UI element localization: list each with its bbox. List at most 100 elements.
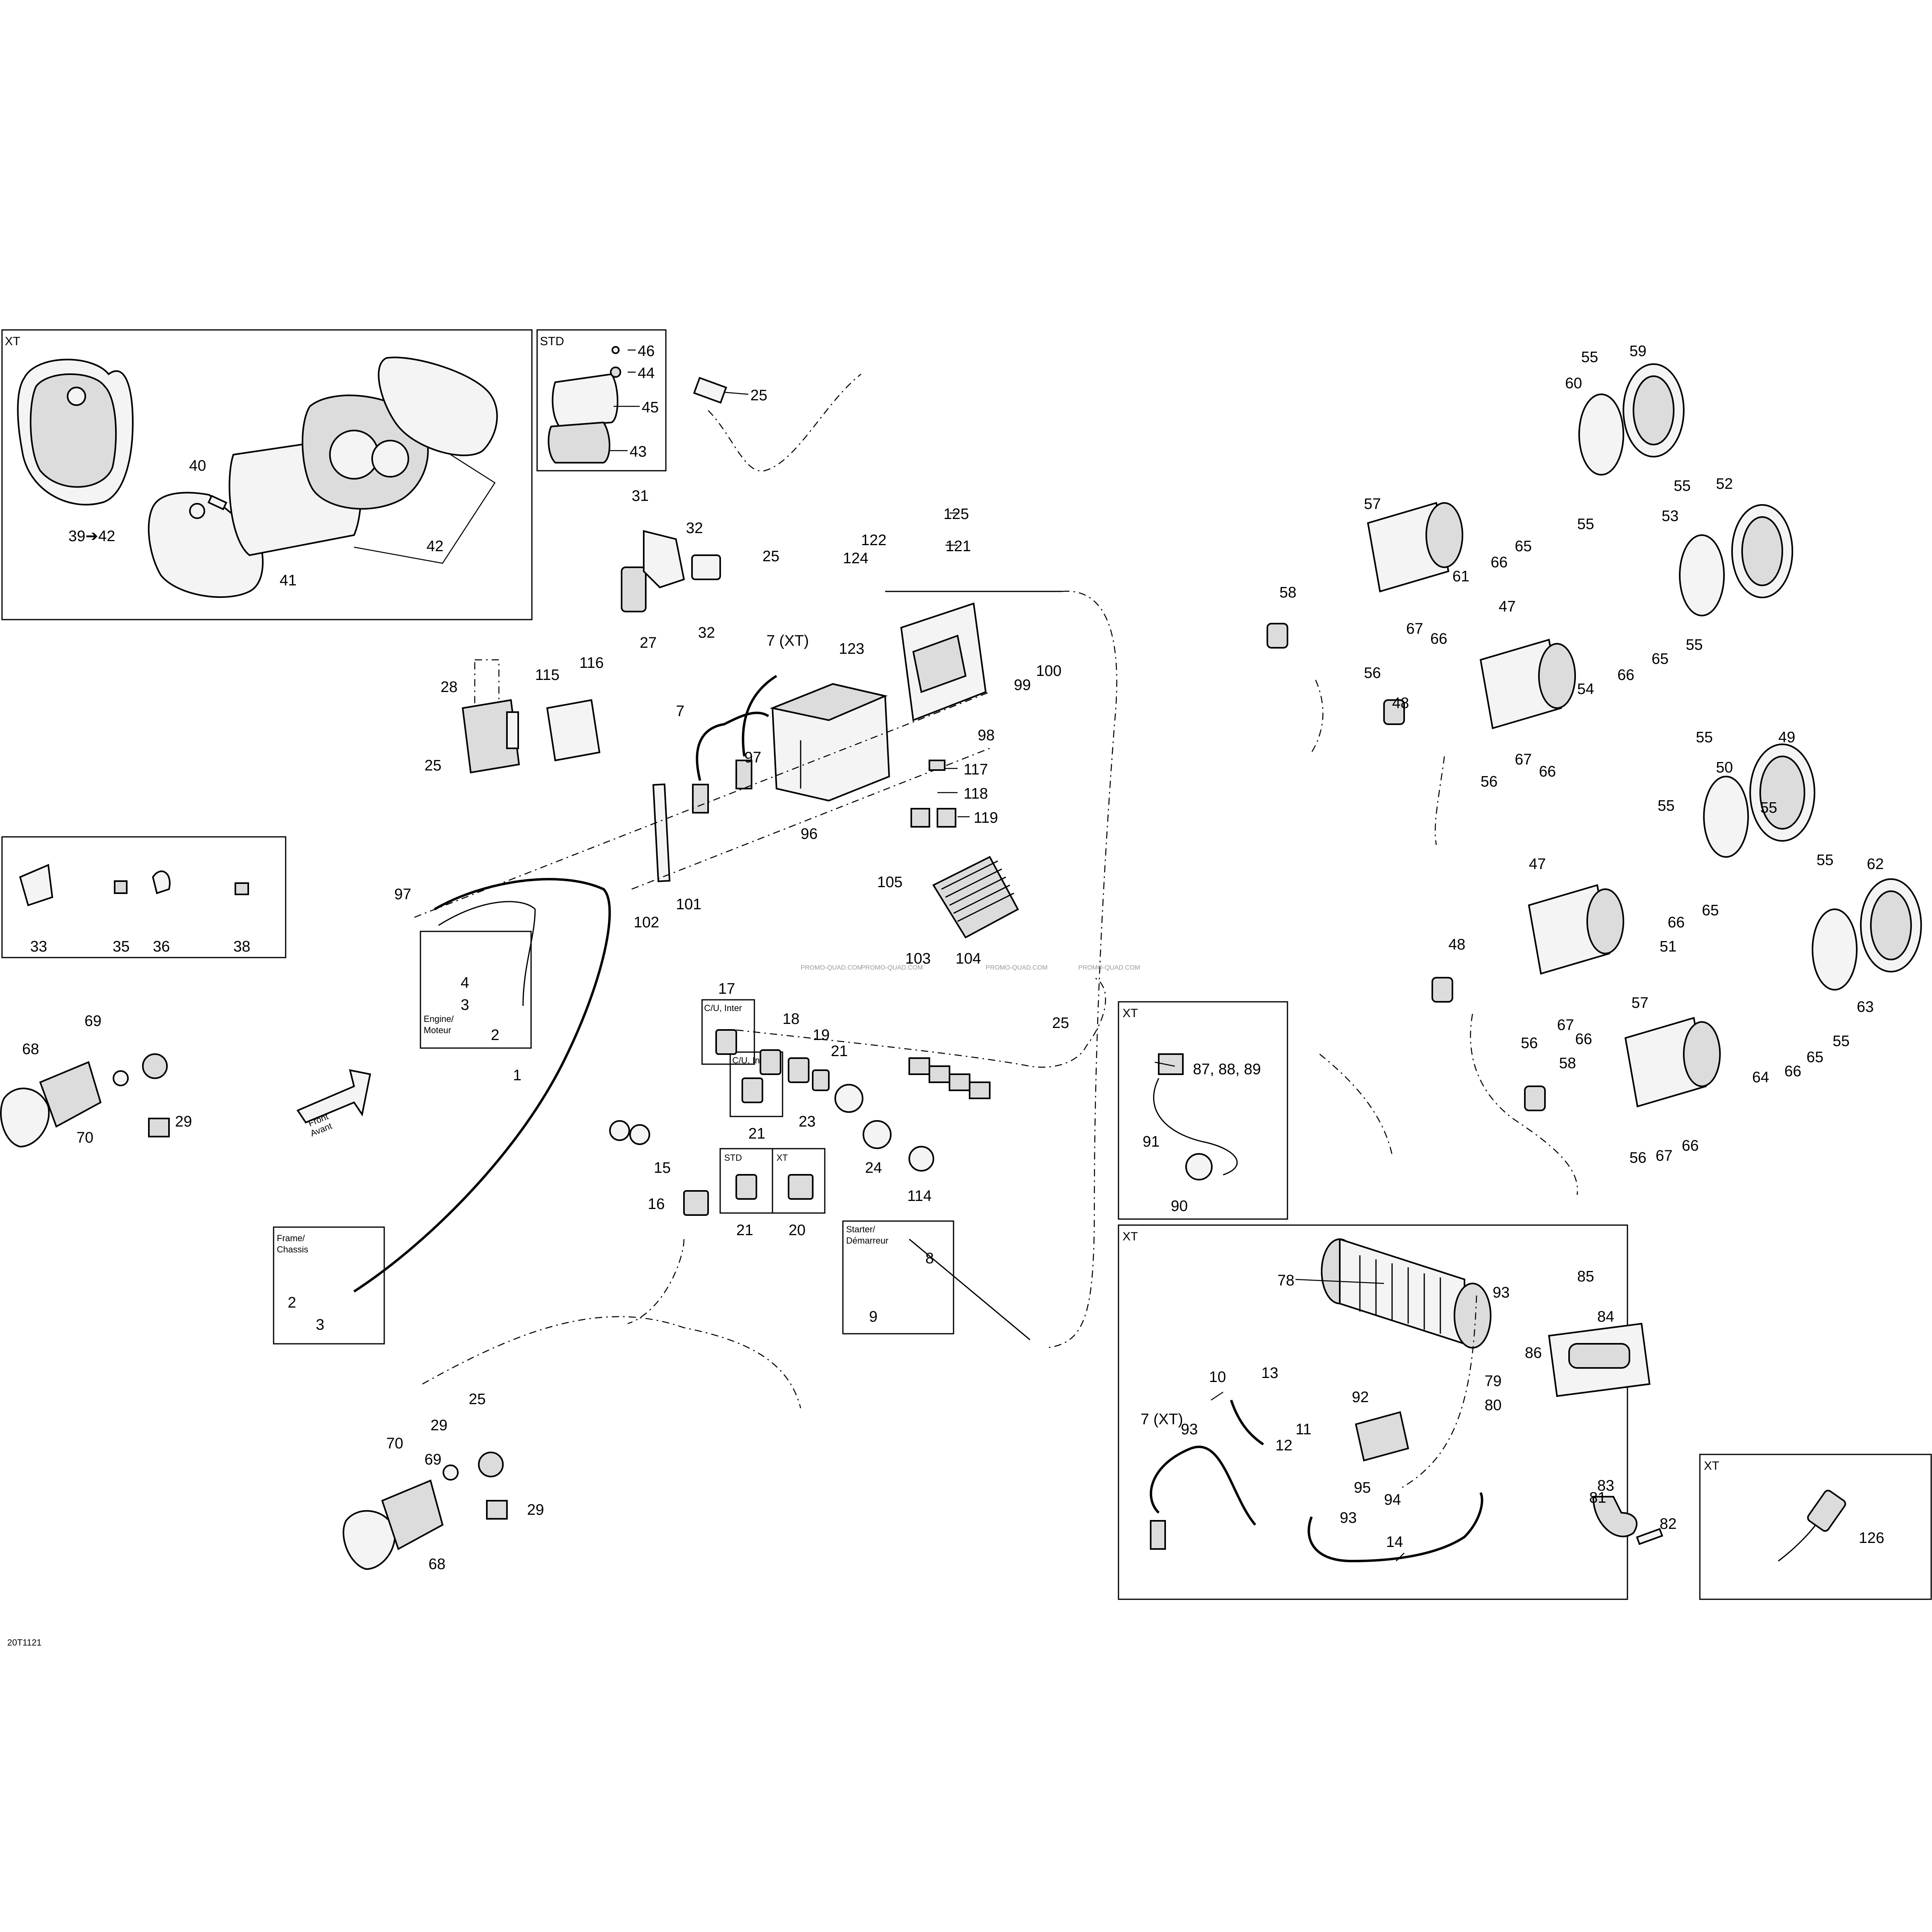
std-gauge-tag: STD — [540, 335, 564, 348]
ignition-23 — [834, 1084, 863, 1113]
winch-contactor-92 — [1355, 1411, 1409, 1462]
callout-47-mid: 47 — [1529, 856, 1546, 873]
callout-20: 20 — [789, 1222, 805, 1239]
sensor-wire-b — [1435, 756, 1445, 845]
callout-14: 14 — [1386, 1534, 1403, 1551]
winch-cable-7xt — [1149, 1446, 1256, 1526]
callout-90: 90 — [1171, 1198, 1188, 1215]
callout-13: 13 — [1261, 1365, 1278, 1382]
positive-cable-right — [1046, 591, 1117, 1349]
engine-tag-line2: Moteur — [424, 1025, 451, 1035]
std-switch-tag: STD — [724, 1153, 742, 1163]
callout-11: 11 — [1296, 1421, 1311, 1438]
callout-12: 12 — [1275, 1437, 1292, 1454]
callout-68-top: 68 — [22, 1041, 39, 1058]
sensor-wire-d — [1319, 1054, 1393, 1155]
callout-27: 27 — [640, 634, 657, 651]
switch-21-top — [812, 1069, 830, 1091]
engine-ground-box — [420, 931, 532, 1049]
callout-78: 78 — [1277, 1272, 1294, 1289]
ring-62 — [1860, 878, 1922, 972]
callout-126: 126 — [1859, 1530, 1884, 1547]
clip-35 — [114, 880, 128, 894]
callout-97-top: 97 — [744, 749, 761, 766]
callout-65-a: 65 — [1515, 538, 1532, 555]
lower-harness — [422, 1316, 801, 1409]
callout-32-bottom: 32 — [698, 624, 715, 641]
callout-29-bottom: 29 — [527, 1502, 544, 1518]
starter-cable-8 — [909, 1238, 1030, 1341]
remote-126 — [1807, 1489, 1846, 1532]
std-gauge-box — [536, 329, 667, 472]
callout-100: 100 — [1036, 663, 1061, 680]
callout-93-mid: 93 — [1181, 1421, 1198, 1438]
sensor-48-top — [1383, 699, 1405, 725]
callout-80: 80 — [1485, 1397, 1502, 1414]
callout-32-top: 32 — [686, 520, 703, 537]
callout-85: 85 — [1577, 1268, 1594, 1285]
clip-38 — [235, 882, 249, 895]
callout-67-c: 67 — [1557, 1017, 1574, 1034]
callout-45: 45 — [642, 399, 659, 416]
callout-25-harness: 25 — [1052, 1015, 1069, 1032]
callout-18: 18 — [783, 1011, 799, 1028]
callout-48-top: 48 — [1392, 695, 1409, 712]
watermark-2: PROMO-QUAD.COM — [861, 964, 923, 971]
hook-81 — [1592, 1496, 1638, 1537]
callout-7xt: 7 (XT) — [766, 632, 809, 649]
winch-harness-14 — [1308, 1492, 1483, 1563]
callout-56-a: 56 — [1364, 665, 1381, 682]
callout-101: 101 — [676, 896, 701, 913]
cu-inter-tag-1: C/U, Inter — [704, 1003, 742, 1013]
ring-59 — [1623, 363, 1685, 457]
xt-socket-box — [1118, 1001, 1288, 1220]
key-15 — [609, 1120, 650, 1145]
callout-93-top: 93 — [1493, 1284, 1510, 1301]
frame-tag-line1: Frame/ — [277, 1233, 305, 1243]
callout-21-top: 21 — [831, 1043, 848, 1060]
socket-24 — [863, 1120, 892, 1149]
callout-24: 24 — [865, 1160, 882, 1176]
gauge-bezel-front — [17, 358, 134, 506]
callout-94: 94 — [1384, 1491, 1401, 1508]
callout-105: 105 — [877, 874, 902, 891]
callout-29-lower: 29 — [430, 1417, 447, 1434]
callout-41: 41 — [280, 572, 297, 589]
ring-53 — [1679, 534, 1725, 616]
xt-winch-tag: XT — [1123, 1230, 1138, 1243]
callout-4: 4 — [461, 974, 469, 991]
diagram-code: 20T1121 — [7, 1637, 41, 1648]
module-outline-28 — [474, 659, 500, 709]
remote-cable-126 — [1778, 1520, 1819, 1562]
callout-68-bottom: 68 — [428, 1556, 445, 1573]
callout-56-b: 56 — [1481, 773, 1497, 790]
callout-69-top: 69 — [84, 1013, 101, 1030]
callout-2-frame: 2 — [288, 1294, 296, 1311]
callout-66-h: 66 — [1682, 1137, 1699, 1154]
callout-28: 28 — [441, 679, 457, 696]
voltage-regulator-103 — [932, 856, 1019, 939]
callout-55-c: 55 — [1674, 478, 1691, 494]
callout-16: 16 — [648, 1196, 665, 1213]
winch-cable-10 — [1230, 1400, 1264, 1446]
ring-60 — [1578, 393, 1624, 476]
callout-58-top: 58 — [1279, 584, 1296, 601]
winch-78 — [1321, 1238, 1491, 1349]
callout-7xt-winch: 7 (XT) — [1141, 1411, 1183, 1428]
xt-gauge-tag: XT — [5, 335, 20, 348]
callout-21-mid: 21 — [748, 1125, 765, 1142]
starter-tag-line1: Starter/ — [846, 1224, 875, 1234]
callout-25-top: 25 — [750, 387, 767, 404]
front-arrow — [297, 1069, 371, 1124]
relay-119b — [937, 808, 956, 828]
socket-connector-87 — [1158, 1053, 1184, 1075]
switch-21-std — [735, 1174, 757, 1200]
callout-57-bottom: 57 — [1631, 995, 1648, 1011]
callout-79: 79 — [1485, 1373, 1502, 1390]
callout-57-top: 57 — [1364, 496, 1381, 513]
callout-17: 17 — [718, 980, 735, 997]
callout-67-b: 67 — [1515, 751, 1532, 768]
callout-86: 86 — [1525, 1345, 1542, 1361]
callout-104: 104 — [956, 950, 981, 967]
callout-119: 119 — [974, 809, 998, 826]
